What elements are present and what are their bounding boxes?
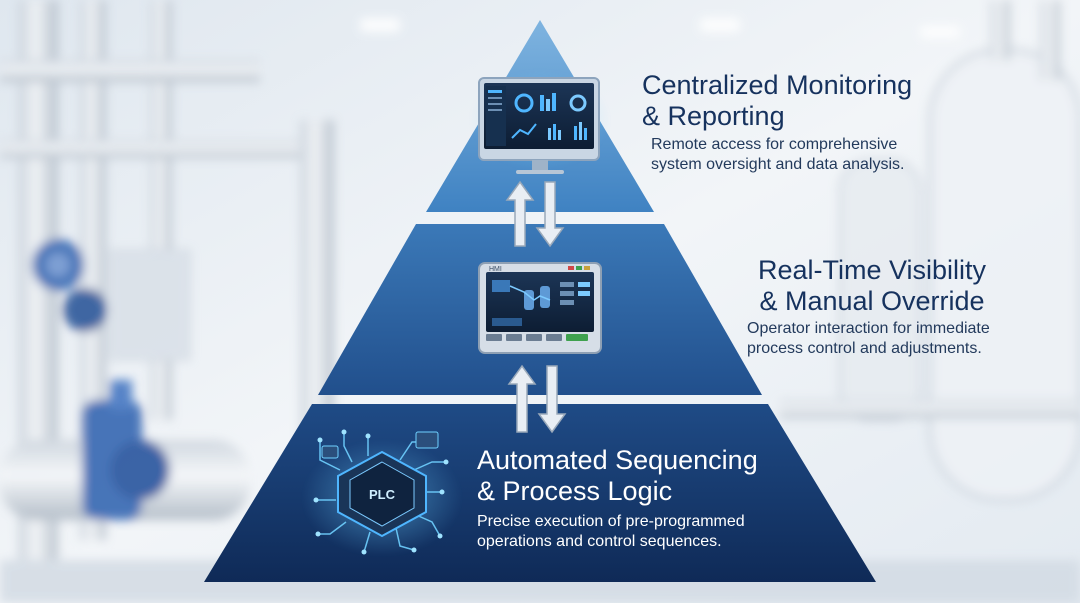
- hmi-label: HMI: [489, 266, 502, 273]
- hmi-panel-icon: HMI: [478, 262, 602, 354]
- monitor-dashboard-icon: [470, 70, 610, 174]
- tier-top-title: Centralized Monitoring & Reporting: [642, 70, 913, 131]
- tier-bottom-title: Automated Sequencing & Process Logic: [477, 445, 758, 506]
- tier-middle-title: Real-Time Visibility & Manual Override: [757, 255, 987, 316]
- bidirectional-arrows-icon: [507, 364, 567, 434]
- plc-chip-icon: PLC: [302, 429, 462, 556]
- tier-middle-description: Operator interaction for immediate proce…: [747, 320, 990, 357]
- bidirectional-arrows-icon: [505, 180, 565, 248]
- tier-top-description: Remote access for comprehensive system o…: [651, 136, 905, 173]
- tier-bottom-description: Precise execution of pre-programmed oper…: [477, 513, 745, 550]
- plc-label: PLC: [369, 487, 396, 502]
